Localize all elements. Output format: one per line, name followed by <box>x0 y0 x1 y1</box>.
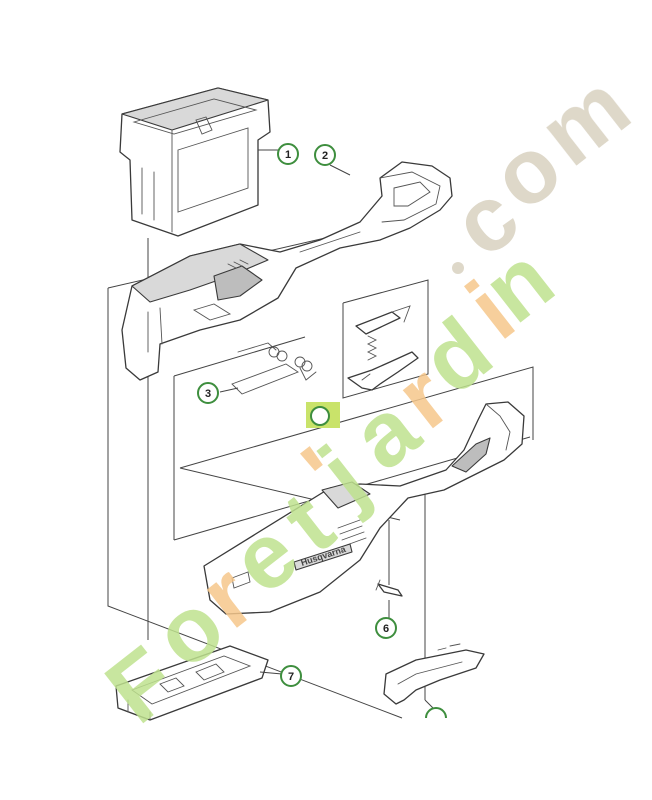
callout-label-3: 3 <box>205 388 211 400</box>
callout-label-1: 1 <box>285 149 291 161</box>
callout-label-6: 6 <box>383 623 389 635</box>
handle-housing-lower-part: Husqvarna <box>203 401 525 615</box>
spring-clip-part <box>231 342 317 395</box>
handle-housing-upper-part <box>121 161 453 381</box>
base-plate-part <box>115 645 269 721</box>
screw-part <box>375 579 403 597</box>
callout-label-7: 7 <box>288 671 294 683</box>
callout-2: 2 <box>314 144 351 176</box>
battery-box-part <box>119 87 271 237</box>
callout-7: 7 <box>259 665 302 687</box>
callout-6: 6 <box>375 600 397 639</box>
callout-4: 4 <box>306 402 340 428</box>
handle-cover-part <box>383 643 485 705</box>
callout-1: 1 <box>258 143 299 165</box>
callout-label-2: 2 <box>322 150 328 162</box>
callout-3: 3 <box>197 382 239 404</box>
trigger-assembly-part <box>347 305 419 391</box>
callout-label-4: 4 <box>317 411 324 423</box>
callout-8 <box>424 699 447 719</box>
